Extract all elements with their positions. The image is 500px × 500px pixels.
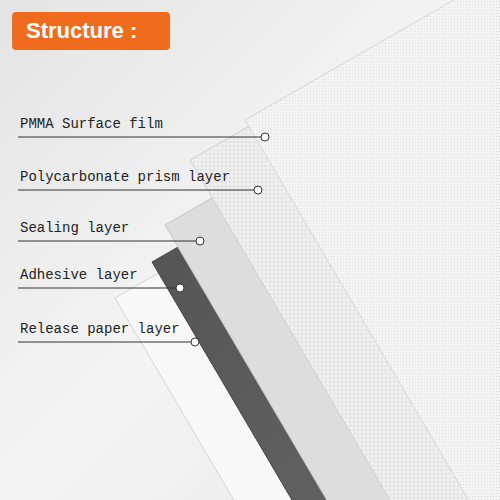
layer-label: Polycarbonate prism layer bbox=[20, 169, 230, 186]
heading-text: Structure : bbox=[26, 18, 137, 43]
leader-line bbox=[18, 241, 196, 242]
layer-label: Release paper layer bbox=[20, 321, 180, 338]
leader-dot bbox=[191, 338, 199, 346]
leader-dot bbox=[254, 186, 262, 194]
layer-label: Sealing layer bbox=[20, 220, 129, 237]
pmma-sheet bbox=[245, 0, 500, 500]
heading-badge: Structure : bbox=[12, 12, 170, 50]
leader-dot bbox=[261, 133, 269, 141]
leader-line bbox=[18, 342, 191, 343]
leader-line bbox=[18, 137, 261, 138]
leader-dot bbox=[176, 284, 184, 292]
layer-label: Adhesive layer bbox=[20, 267, 138, 284]
leader-line bbox=[18, 190, 254, 191]
leader-line bbox=[18, 288, 176, 289]
leader-dot bbox=[196, 237, 204, 245]
layer-label: PMMA Surface film bbox=[20, 116, 163, 133]
